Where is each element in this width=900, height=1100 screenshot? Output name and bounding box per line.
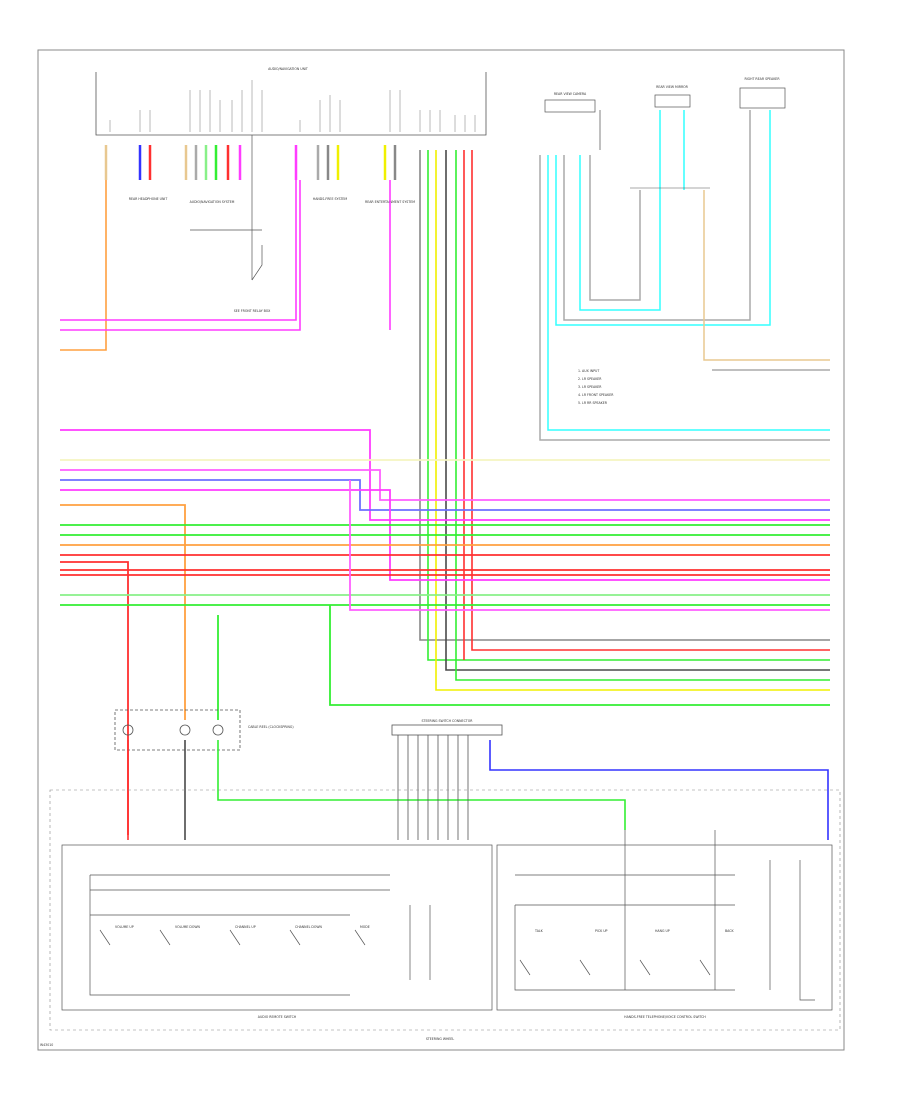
rear-view-camera-label: REAR VIEW CAMERA <box>554 92 587 96</box>
left-switch-5: MODE <box>360 925 370 929</box>
footer-code: W43010 <box>40 1043 53 1047</box>
legend-item-2: 2. LR SPEAKER <box>578 377 602 381</box>
right-components <box>544 87 786 113</box>
audio-unit-title: AUDIO/NAVIGATION UNIT <box>268 67 308 71</box>
legend-item-1: 1. AUX INPUT <box>578 369 599 373</box>
diagram-frame <box>37 49 845 1051</box>
right-switch-1: TALK <box>534 929 544 933</box>
left-switch-group-label: AUDIO REMOTE SWITCH <box>258 1015 297 1019</box>
steering-connector <box>391 724 829 840</box>
unit-drop-wires <box>60 150 830 691</box>
sub-unit-label-1: REAR HEADPHONE UNIT <box>129 197 168 201</box>
left-switch-4: CHANNEL DOWN <box>295 925 322 929</box>
steering-wheel-label: STEERING WHEEL <box>426 1037 455 1041</box>
legend-item-3: 3. LR SPEAKER <box>578 385 602 389</box>
relay-branch <box>190 135 263 281</box>
right-vertical-wires <box>539 110 830 441</box>
right-switch-group-label: HANDS-FREE TELEPHONE/VOICE CONTROL SWITC… <box>624 1015 706 1019</box>
right-switch-3: HANG UP <box>655 929 670 933</box>
right-switch-group <box>496 830 833 1011</box>
right-switch-4: BACK <box>725 929 735 933</box>
clockspring-label: CABLE REEL (CLOCKSPRING) <box>248 725 294 729</box>
rear-view-mirror-label: REAR VIEW MIRROR <box>656 85 689 89</box>
legend-item-4: 4. LR FRONT SPEAKER <box>578 393 614 397</box>
steering-wheel-box <box>49 789 841 1031</box>
right-switch-2: PICK UP <box>595 929 608 933</box>
sub-unit-label-3: HANDS-FREE SYSTEM <box>313 197 348 201</box>
legend: 1. AUX INPUT 2. LR SPEAKER 3. LR SPEAKER… <box>578 369 614 405</box>
relay-branch-label: SEE FRONT RELAY BOX <box>234 309 271 313</box>
sub-unit-label-2: AUDIO/NAVIGATION SYSTEM <box>190 200 235 204</box>
harness-bundle <box>60 429 830 835</box>
legend-item-5: 5. LR RR SPEAKER <box>578 401 608 405</box>
left-switch-2: VOLUME DOWN <box>175 925 200 929</box>
unit-connector-stubs <box>104 145 397 180</box>
clockspring <box>114 709 241 751</box>
audio-navigation-unit: AUDIO/NAVIGATION UNIT <box>95 67 487 136</box>
right-rear-speaker-label: RIGHT REAR SPEAKER <box>744 77 780 81</box>
steering-connector-label: STEERING SWITCH CONNECTOR <box>422 719 474 723</box>
left-switch-group <box>61 844 493 1011</box>
left-switch-3: CHANNEL UP <box>235 925 256 929</box>
left-switch-1: VOLUME UP <box>115 925 134 929</box>
